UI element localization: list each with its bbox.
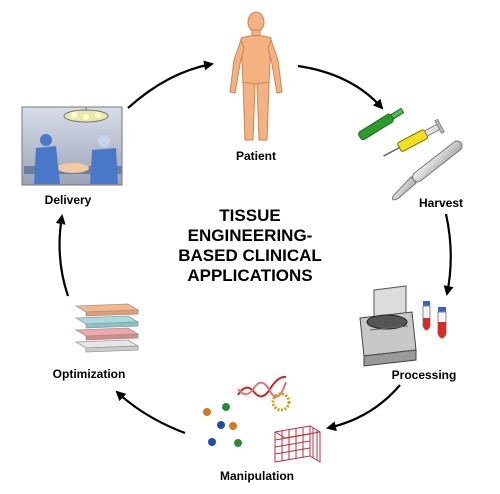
delivery-label: Delivery [44, 193, 92, 207]
patient-label: Patient [235, 149, 277, 163]
plasmid-ring-icon [271, 392, 291, 412]
title-line-2: ENGINEERING- [187, 226, 313, 245]
arrow-delivery-to-patient [127, 60, 214, 109]
arrow-manipulation-to-optimization [115, 390, 186, 435]
centrifuge-icon [359, 285, 417, 367]
diagram-title: TISSUE ENGINEERING- BASED CLINICAL APPLI… [150, 206, 350, 286]
patient-figure-icon [229, 11, 283, 141]
arrow-processing-to-manipulation [326, 384, 401, 432]
title-line-3: BASED CLINICAL [178, 246, 322, 265]
tissue-layers-icon [74, 303, 140, 353]
arrow-optimization-to-delivery [55, 214, 70, 297]
title-line-1: TISSUE [219, 206, 281, 225]
harvest-instruments-icon [358, 107, 463, 201]
title-line-4: APPLICATIONS [187, 266, 313, 285]
dna-helix-icon [237, 375, 287, 398]
harvest-label: Harvest [418, 196, 464, 210]
sample-tubes-icon [422, 301, 447, 339]
optimization-label: Optimization [52, 367, 126, 381]
arrow-patient-to-harvest [297, 64, 384, 110]
arrow-harvest-to-processing [443, 213, 454, 296]
cycle-arrows [55, 60, 454, 435]
processing-label: Processing [391, 368, 457, 382]
surgery-scene-icon [21, 106, 123, 186]
molecules-icon [203, 403, 242, 447]
scaffold-mesh-icon [274, 425, 321, 463]
manipulation-label: Manipulation [220, 469, 294, 483]
